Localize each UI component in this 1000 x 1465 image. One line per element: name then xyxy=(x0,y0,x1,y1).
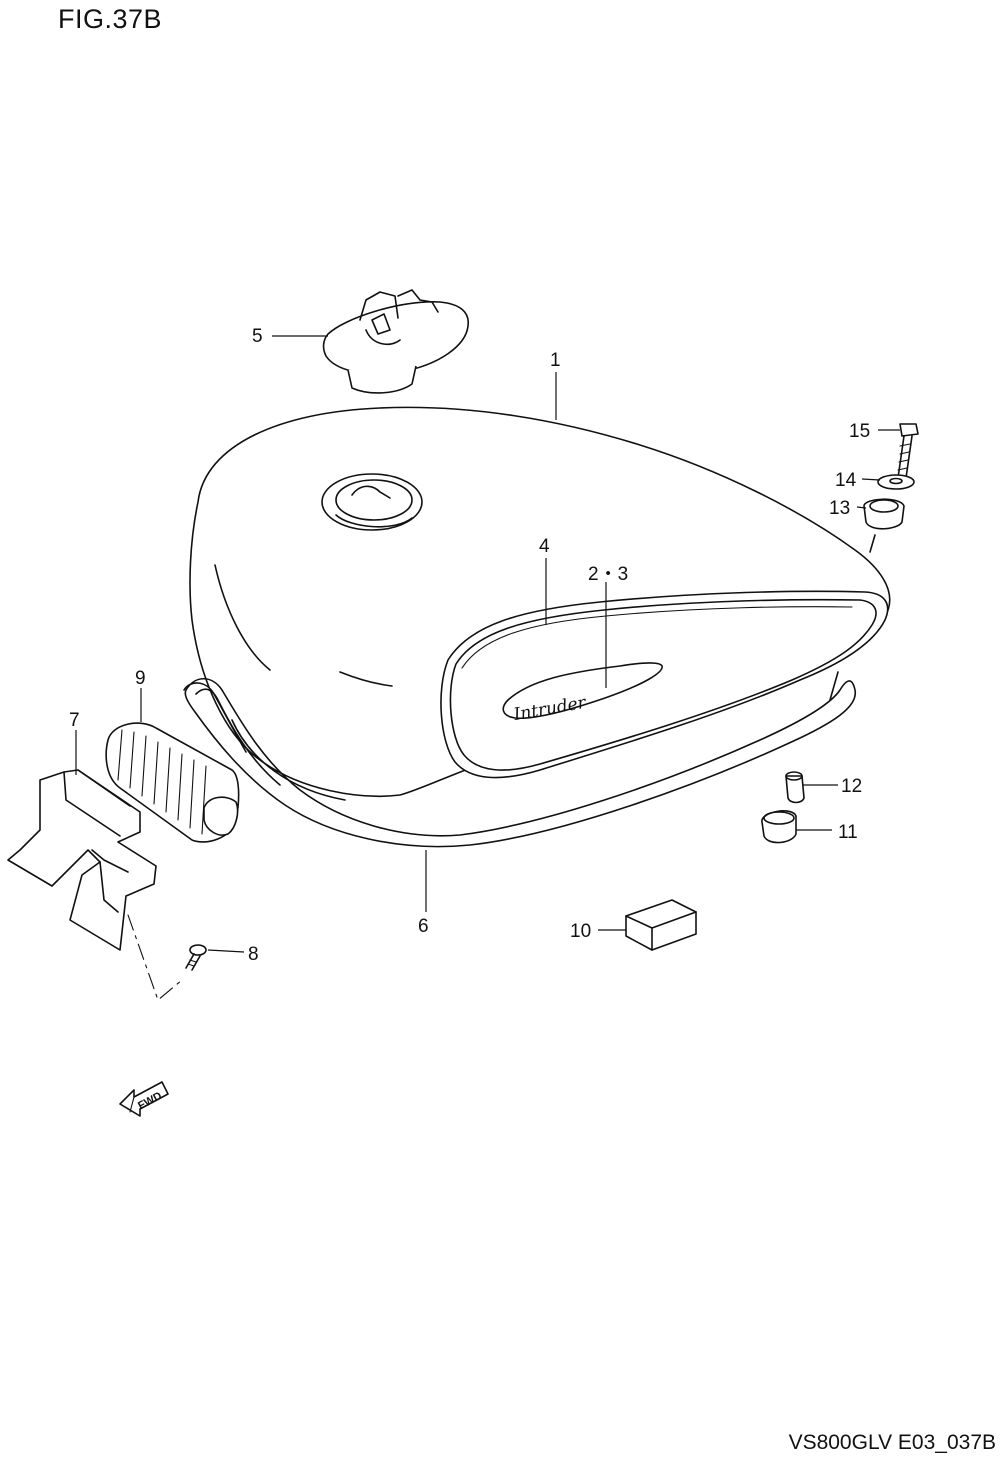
lower-cushion xyxy=(761,810,797,844)
callout-9: 9 xyxy=(135,668,146,689)
screw xyxy=(185,944,207,971)
callout-4: 4 xyxy=(539,536,550,557)
rubber-strip xyxy=(183,682,247,753)
callout-12: 12 xyxy=(841,776,862,797)
callout-11: 11 xyxy=(838,822,858,843)
callout-7: 7 xyxy=(69,710,80,731)
assembly-line xyxy=(127,914,183,1001)
callout-13: 13 xyxy=(829,498,850,519)
collar xyxy=(785,771,805,804)
tank-side-panel xyxy=(440,590,889,779)
callout-1: 1 xyxy=(550,350,561,371)
callout-14: 14 xyxy=(835,470,857,491)
washer xyxy=(877,474,915,490)
rubber-cushion xyxy=(863,498,905,530)
callout-15: 15 xyxy=(849,421,870,442)
callout-numbers: 1 2・3 4 5 6 7 8 9 10 11 12 13 14 15 xyxy=(69,326,870,965)
callout-5: 5 xyxy=(252,326,263,347)
rubber-boot xyxy=(105,722,240,843)
callout-2-3: 2・3 xyxy=(588,564,628,585)
tank-pad xyxy=(625,899,697,951)
fuel-cap xyxy=(322,289,469,394)
mounting-bolt xyxy=(897,423,919,479)
callout-10: 10 xyxy=(570,921,591,942)
fuel-tank xyxy=(189,406,891,801)
callout-8: 8 xyxy=(248,944,259,965)
side-cover-bracket xyxy=(7,769,157,951)
drawing-code: VS800GLV E03_037B xyxy=(788,1431,996,1454)
forward-arrow-icon: FWD xyxy=(119,1081,169,1117)
leader-lines xyxy=(75,335,900,953)
callout-6: 6 xyxy=(418,916,429,937)
figure-title: FIG.37B xyxy=(58,4,163,34)
